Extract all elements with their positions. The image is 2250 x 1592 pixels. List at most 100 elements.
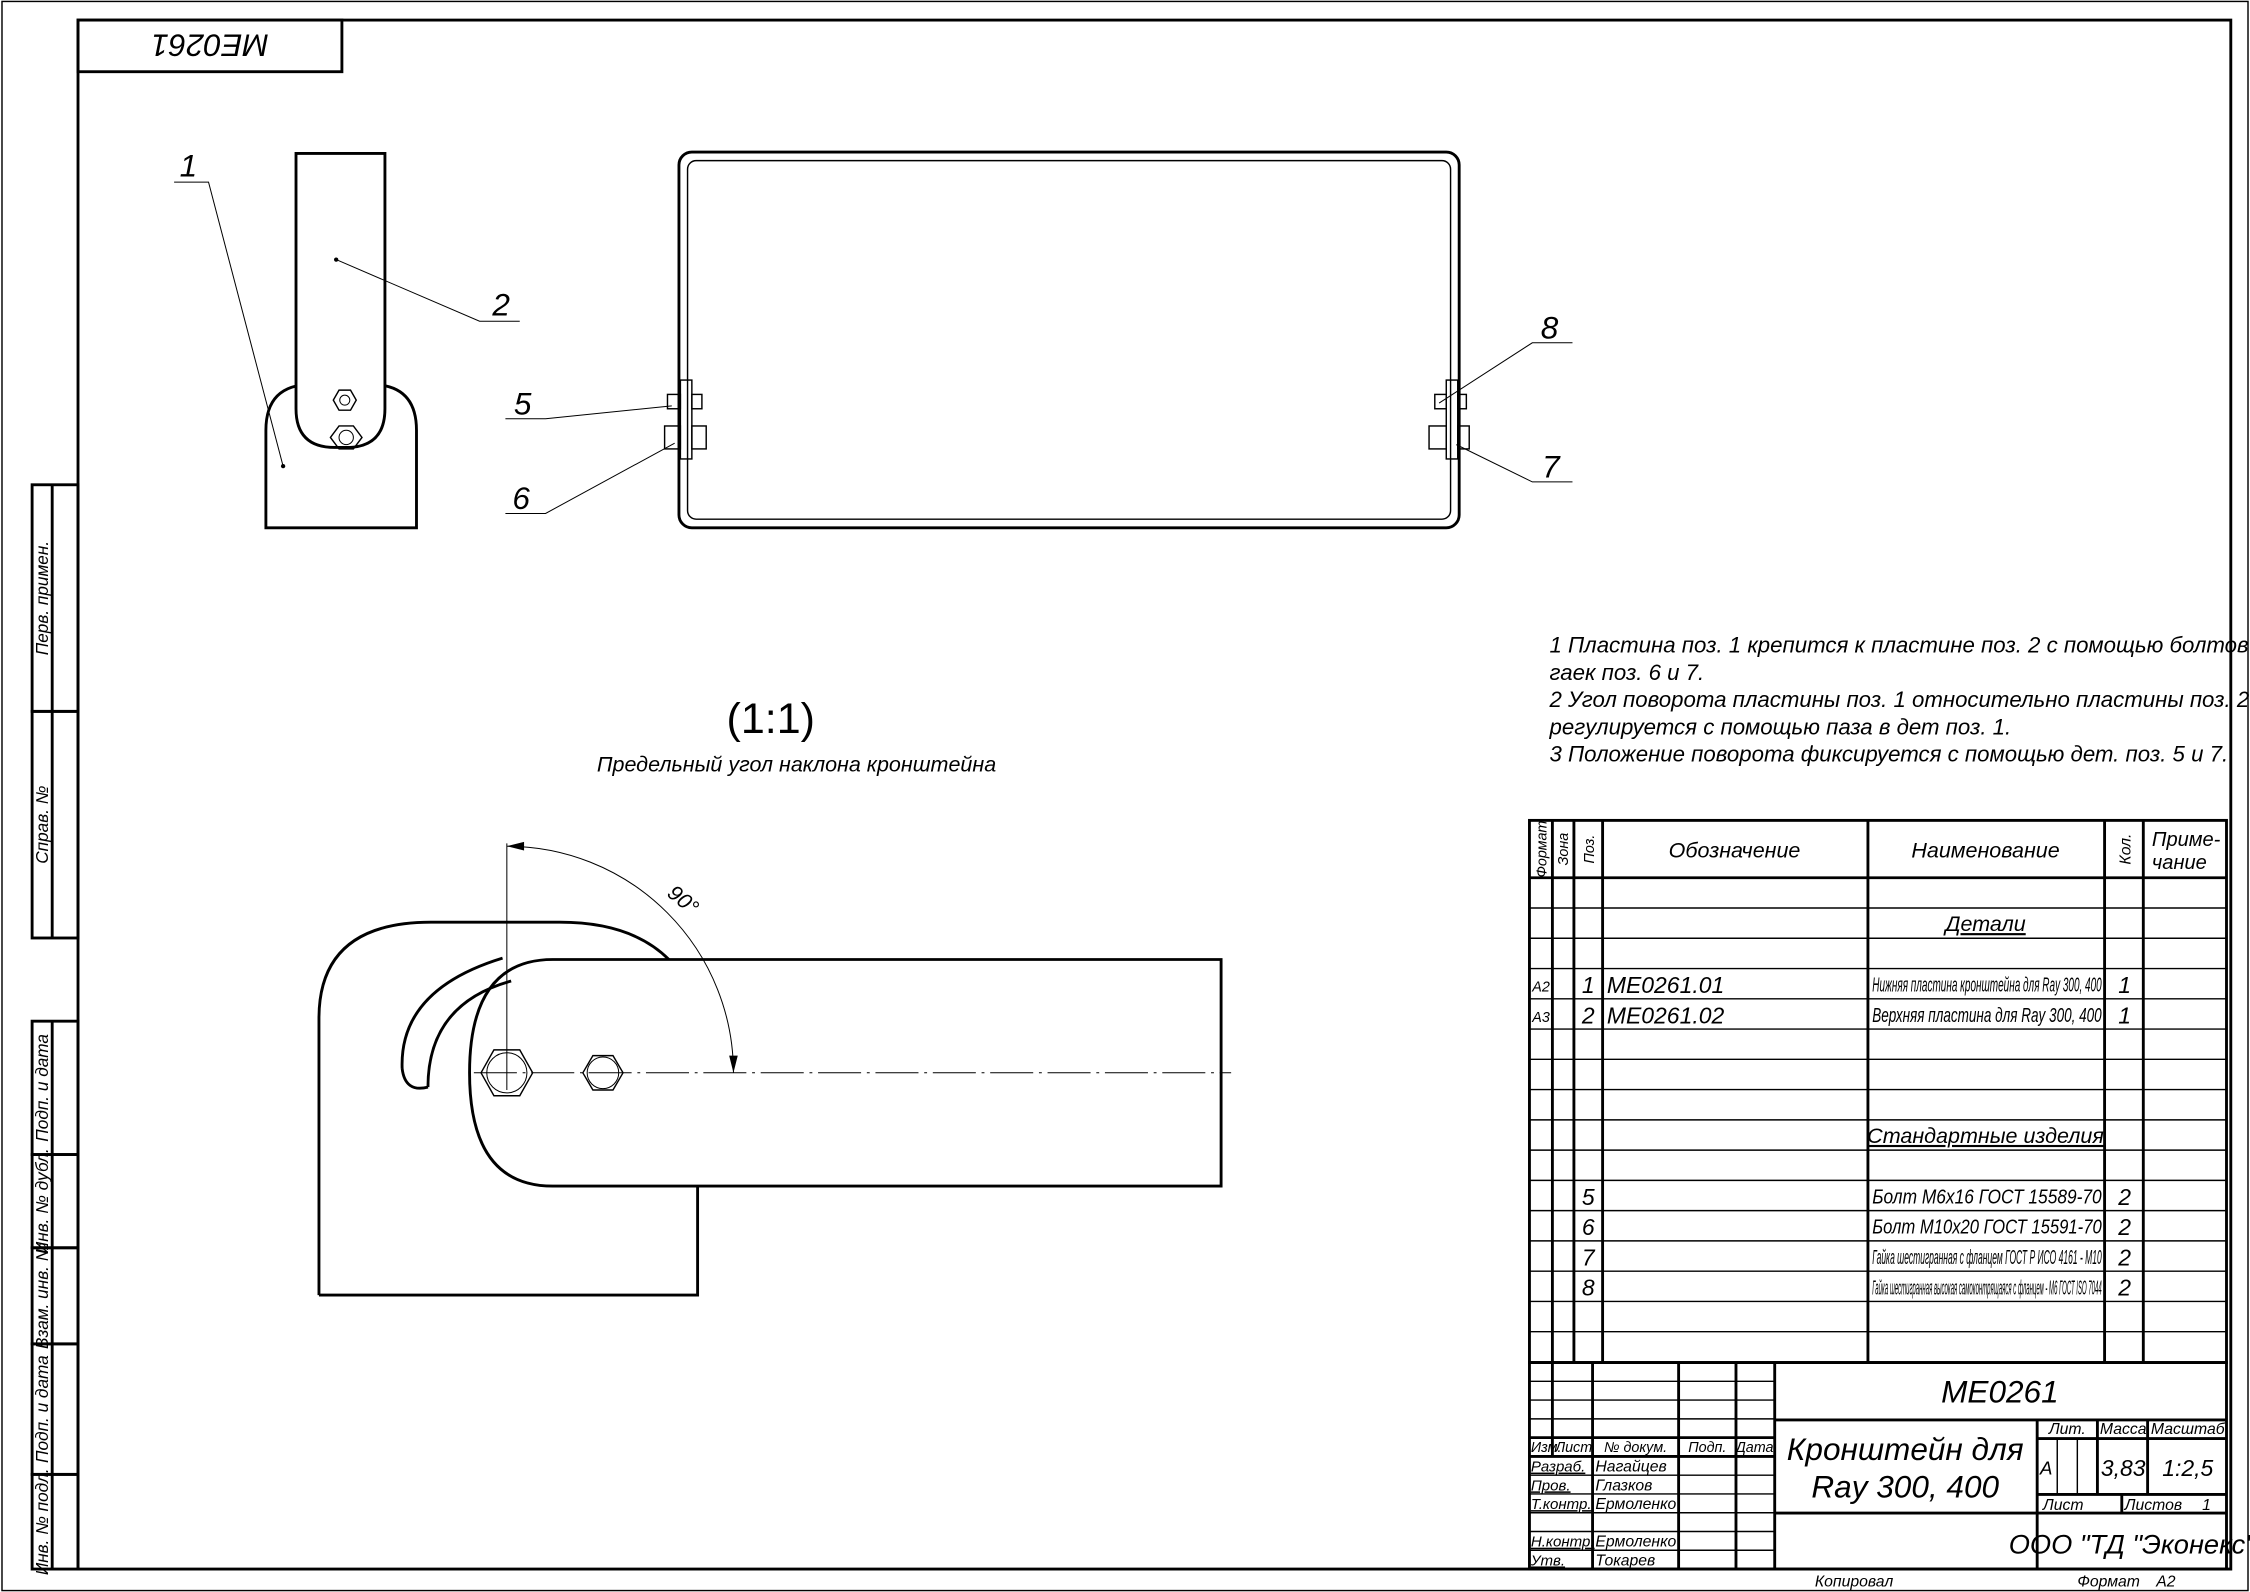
- sheets-label: Листов: [2124, 1497, 2182, 1514]
- sheet-label: Лист: [2042, 1497, 2084, 1514]
- spec-row: А2 1 МЕ0261.01 Нижняя пластина кронштейна д…: [1531, 972, 2131, 998]
- role-label: Н.контр.: [1531, 1534, 1595, 1551]
- header-date: Дата: [1734, 1440, 1774, 1456]
- spec-pos: 6: [1582, 1214, 1595, 1240]
- spec-row: 7 Гайка шестигранная с фланцем ГОСТ Р ИСО…: [1582, 1244, 2131, 1270]
- spec-qty: 1: [2118, 972, 2131, 998]
- header-designation: Обозначение: [1669, 839, 1801, 863]
- role-label: Пров.: [1531, 1477, 1571, 1494]
- header-izm: Изм.: [1531, 1440, 1562, 1456]
- role-name: Токарев: [1595, 1552, 1655, 1569]
- note-line: 1 Пластина поз. 1 крепится к пластине по…: [1550, 633, 2250, 658]
- spec-row: 5 Болт М6х16 ГОСТ 15589-70 2: [1582, 1184, 2131, 1210]
- format-label: Формат: [2077, 1573, 2140, 1590]
- mass-label: Масса: [2100, 1421, 2147, 1438]
- spec-row: 8 Гайка шестигранная высокая самоконтряща…: [1582, 1275, 2131, 1301]
- top-stamp-code: МЕ0261: [151, 27, 269, 63]
- side-strip-label: Подп. и дата: [32, 1355, 52, 1463]
- view-scale-label: (1:1): [727, 695, 815, 743]
- role-label: Разраб.: [1531, 1459, 1585, 1476]
- spec-name: Верхняя пластина для Ray 300, 400: [1872, 1005, 2101, 1027]
- spec-name: Нижняя пластина кронштейна для Ray 300, …: [1872, 975, 2101, 997]
- header-sign: Подп.: [1688, 1440, 1726, 1456]
- spec-section-title: Детали: [1943, 912, 2025, 936]
- spec-section-row: Детали: [1943, 912, 2025, 936]
- role-label: Т.контр.: [1531, 1496, 1592, 1513]
- spec-qty: 2: [2117, 1275, 2131, 1301]
- spec-row: 6 Болт М10х20 ГОСТ 15591-70 2: [1582, 1214, 2131, 1240]
- spec-qty: 2: [2117, 1244, 2131, 1270]
- tilt-limit-view: (1:1) Предельный угол наклона кронштейна…: [317, 695, 1232, 1297]
- top-stamp: МЕ0261: [76, 18, 344, 74]
- side-strip-label: Инв. № подл.: [32, 1468, 52, 1575]
- header-name: Наименование: [1911, 839, 2059, 863]
- spec-section-title: Стандартные изделия: [1867, 1124, 2104, 1148]
- side-view-drawing: [174, 152, 520, 530]
- side-strip-label: Инв. № дубл.: [32, 1148, 52, 1254]
- spec-format: А2: [1531, 980, 1550, 996]
- view-caption: Предельный угол наклона кронштейна: [597, 753, 996, 777]
- note-line: 2 Угол поворота пластины поз. 1 относите…: [1549, 687, 2250, 712]
- product-title: Кронштейн для: [1787, 1431, 2024, 1467]
- spec-qty: 1: [2118, 1002, 2131, 1028]
- front-view-drawing: [505, 150, 1573, 530]
- callout-number: 2: [491, 287, 510, 323]
- spec-name: Болт М6х16 ГОСТ 15589-70: [1872, 1186, 2101, 1208]
- note-line: регулируется с помощью паза в дет поз. 1…: [1549, 714, 2012, 739]
- spec-pos: 5: [1582, 1184, 1595, 1210]
- note-line: 3 Положение поворота фиксируется с помощ…: [1550, 742, 2229, 767]
- note-line: гаек поз. 6 и 7.: [1550, 660, 1705, 685]
- spec-designation: МЕ0261.02: [1607, 1002, 1725, 1028]
- role-name: Нагайцев: [1595, 1459, 1666, 1476]
- spec-name: Гайка шестигранная высокая самоконтрящая…: [1872, 1277, 2101, 1299]
- technical-notes: 1 Пластина поз. 1 крепится к пластине по…: [1549, 633, 2250, 767]
- header-note: Приме-: [2152, 829, 2221, 851]
- side-strip-cell: [30, 1472, 80, 1571]
- title-block-border: [1528, 1361, 2228, 1571]
- lit-label: Лит.: [2048, 1421, 2086, 1438]
- side-strip-cell: [30, 709, 80, 940]
- header-pos: Поз.: [1582, 835, 1598, 864]
- header-doc: № докум.: [1604, 1440, 1667, 1456]
- lit-value: А: [2039, 1457, 2052, 1478]
- spec-qty: 2: [2117, 1214, 2131, 1240]
- header-list: Лист: [1554, 1440, 1592, 1456]
- spec-name: Гайка шестигранная с фланцем ГОСТ Р ИСО …: [1872, 1247, 2101, 1269]
- mass-value: 3,83: [2101, 1455, 2146, 1481]
- organization: ООО "ТД "Эконекс": [2009, 1528, 2250, 1559]
- callout-number: 1: [180, 147, 198, 183]
- header-note: чание: [2152, 852, 2207, 874]
- callout-number: 8: [1541, 309, 1559, 345]
- header-qty: Кол.: [2117, 834, 2134, 865]
- spec-pos: 1: [1582, 972, 1595, 998]
- header-format: Формат: [1535, 821, 1551, 878]
- spec-pos: 7: [1582, 1244, 1596, 1270]
- spec-name: Болт М10х20 ГОСТ 15591-70: [1872, 1217, 2101, 1239]
- callout-number: 7: [1542, 449, 1561, 485]
- spec-designation: МЕ0261.01: [1607, 972, 1724, 998]
- copied-label: Копировал: [1815, 1573, 1894, 1590]
- role-name: Ермоленко: [1595, 1496, 1676, 1513]
- spec-qty: 2: [2117, 1184, 2131, 1210]
- drawing-frame: [76, 18, 2233, 1571]
- spec-format: А3: [1531, 1010, 1550, 1026]
- format-value: А2: [2155, 1573, 2176, 1590]
- sheets-value: 1: [2202, 1497, 2211, 1514]
- side-strip-label: Перв. примен.: [32, 541, 52, 655]
- spec-section-row: Стандартные изделия: [1867, 1124, 2104, 1148]
- scale-value: 1:2,5: [2162, 1455, 2213, 1481]
- role-name: Ермоленко: [1595, 1534, 1676, 1551]
- side-strip-label: Справ. №: [32, 786, 52, 864]
- role-label: Утв.: [1530, 1552, 1565, 1569]
- callout-number: 5: [514, 385, 532, 421]
- spec-pos: 8: [1582, 1275, 1595, 1301]
- scale-label: Масштаб: [2151, 1421, 2226, 1438]
- side-strip-label: Подп. и дата: [32, 1034, 52, 1142]
- spec-pos: 2: [1581, 1002, 1595, 1028]
